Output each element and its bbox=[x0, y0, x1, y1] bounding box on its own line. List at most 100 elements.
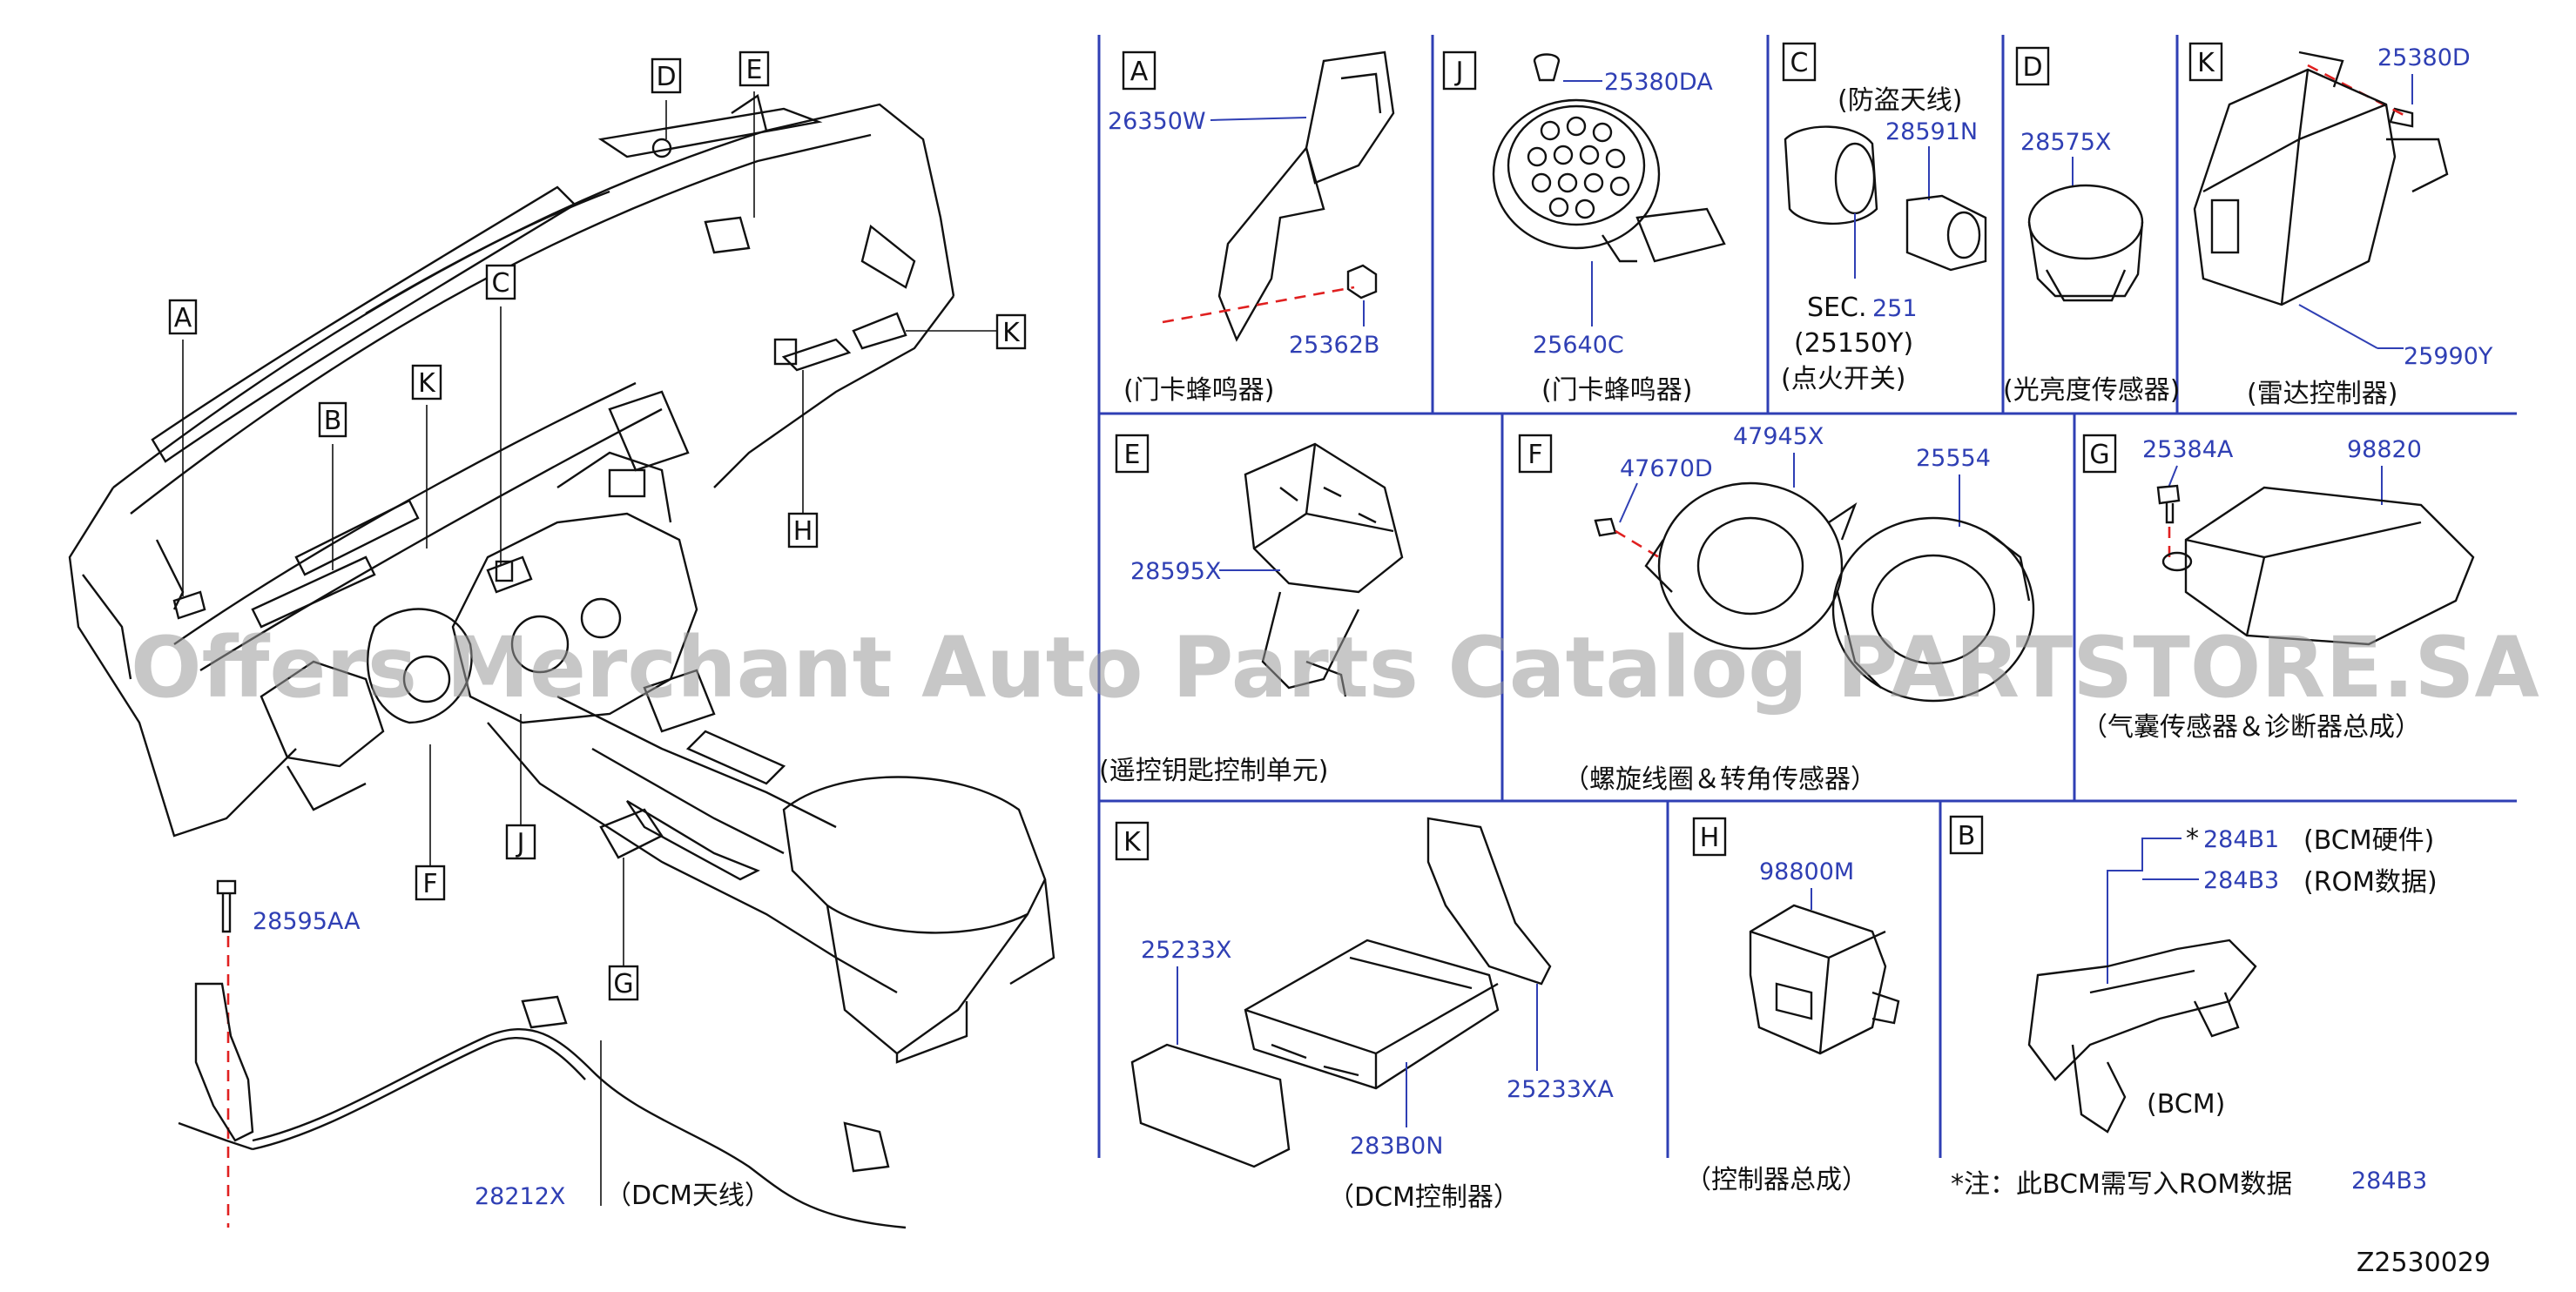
part-284B3: 284B3 bbox=[2203, 867, 2279, 894]
panel-C-sec-num: 251 bbox=[1872, 295, 1918, 322]
panel-C-note: (防盗天线) bbox=[1838, 85, 1962, 116]
part-47945X: 47945X bbox=[1733, 423, 1824, 450]
panel-B-note1: (BCM硬件) bbox=[2303, 825, 2434, 856]
part-26350W: 26350W bbox=[1108, 108, 1206, 135]
callout-K-left: K bbox=[418, 368, 436, 399]
callout-G: G bbox=[613, 969, 633, 999]
panel-H-caption: （控制器总成） bbox=[1685, 1165, 1868, 1195]
bracket-25233xa bbox=[1426, 817, 1552, 986]
part-28575X: 28575X bbox=[2020, 129, 2111, 156]
panel-D: D 28575X (光亮度传感器) bbox=[2003, 46, 2180, 406]
panel-D-caption: (光亮度传感器) bbox=[2003, 375, 2180, 406]
part-25990Y: 25990Y bbox=[2404, 343, 2493, 370]
bolt-28595aa bbox=[216, 879, 237, 895]
panel-A: A 26350W 25362B (门卡蜂鸣器) bbox=[1108, 50, 1395, 406]
watermark: Offers Merchant Auto Parts Catalog PARTS… bbox=[131, 619, 2539, 717]
radar-controller-25990y bbox=[2193, 68, 2397, 306]
panel-K-dcm: K 25233X 25233XA 283B0N （DCM控制器） bbox=[1115, 817, 1614, 1213]
dcm-antenna-group: 28595AA 28212X （DCM天线） bbox=[178, 879, 907, 1229]
clip-25380da bbox=[1533, 53, 1561, 82]
panel-B-letter: B bbox=[1958, 821, 1976, 851]
panel-E: E 28595X (遥控钥匙控制单元) bbox=[1099, 434, 1404, 786]
panel-H: H 98800M （控制器总成） bbox=[1685, 817, 1900, 1195]
panel-B-note2: (ROM数据) bbox=[2303, 867, 2438, 898]
panel-D-letter: D bbox=[2022, 52, 2042, 83]
bcm-module bbox=[2027, 939, 2257, 1081]
panel-K2-letter: K bbox=[1123, 827, 1142, 858]
keyless-unit-28595x bbox=[1244, 442, 1404, 594]
panel-C-caption: (点火开关) bbox=[1781, 364, 1905, 394]
nut-25362b bbox=[1346, 264, 1378, 299]
overview-callouts: A B C D E F G H J K K bbox=[168, 50, 1027, 1001]
bolt-25380d bbox=[2389, 107, 2414, 128]
panel-B-star: * bbox=[2186, 824, 2199, 854]
part-28212X: 28212X bbox=[475, 1183, 565, 1210]
antenna-ring-28591n bbox=[1905, 194, 1987, 272]
dcm-controller-283b0n bbox=[1244, 939, 1500, 1090]
panel-K-radar: K 25380D 25990Y (雷达控制器) bbox=[2188, 42, 2493, 409]
buzzer-25640c bbox=[1492, 98, 1661, 250]
panel-H-letter: H bbox=[1700, 823, 1720, 853]
panel-E-caption: (遥控钥匙控制单元) bbox=[1099, 756, 1328, 786]
callout-A: A bbox=[174, 303, 192, 333]
panel-C-sec: SEC. bbox=[1807, 293, 1866, 323]
screw-47670d bbox=[1594, 517, 1617, 537]
part-28591N: 28591N bbox=[1885, 118, 1978, 145]
part-28595AA: 28595AA bbox=[253, 908, 361, 935]
steering-angle-sensor-47945x bbox=[1657, 481, 1844, 650]
panel-G-letter: G bbox=[2089, 440, 2109, 470]
panel-E-letter: E bbox=[1124, 440, 1141, 470]
part-28595X: 28595X bbox=[1130, 558, 1221, 585]
panel-C-sec-sub: (25150Y) bbox=[1794, 328, 1913, 359]
callout-H: H bbox=[793, 516, 813, 547]
light-sensor-28575x bbox=[2027, 184, 2144, 260]
part-25362B: 25362B bbox=[1289, 332, 1379, 359]
panel-K2-caption: （DCM控制器） bbox=[1328, 1182, 1520, 1213]
part-25233XA: 25233XA bbox=[1507, 1076, 1614, 1103]
part-25233X: 25233X bbox=[1141, 937, 1231, 964]
controller-98800m bbox=[1749, 904, 1887, 1055]
callout-E: E bbox=[746, 55, 763, 85]
panel-C: C (防盗天线) 28591N SEC. 251 (25150Y) (点火开关) bbox=[1781, 42, 1987, 394]
callout-C: C bbox=[492, 268, 510, 299]
callout-box bbox=[168, 299, 198, 335]
part-25554: 25554 bbox=[1916, 445, 1991, 472]
panel-J-letter: J bbox=[1454, 57, 1464, 87]
callout-K-right: K bbox=[1002, 318, 1021, 348]
bracket-25233x bbox=[1130, 1043, 1291, 1168]
buzzer-26350w bbox=[1305, 50, 1395, 185]
panel-J: J 25380DA 25640C (门卡蜂鸣器) bbox=[1442, 50, 1726, 406]
panel-K1-caption: (雷达控制器) bbox=[2247, 379, 2397, 409]
panel-B-module: (BCM) bbox=[2147, 1089, 2225, 1120]
spiral-cable-25554 bbox=[1831, 516, 2035, 703]
panel-F-letter: F bbox=[1527, 440, 1542, 470]
bolt-25384a bbox=[2156, 484, 2181, 505]
part-25640C: 25640C bbox=[1533, 332, 1624, 359]
panel-G: G 25384A 98820 （气囊传感器＆诊断器总成） bbox=[2081, 434, 2475, 743]
dashboard-overview bbox=[68, 94, 1055, 1064]
panel-A-letter: A bbox=[1130, 57, 1149, 87]
panel-F-caption: （螺旋线圈＆转角传感器） bbox=[1563, 764, 1877, 795]
callout-J: J bbox=[516, 828, 525, 858]
part-25380DA: 25380DA bbox=[1604, 69, 1713, 96]
part-284B1: 284B1 bbox=[2203, 826, 2279, 853]
part-25384A: 25384A bbox=[2142, 436, 2234, 463]
part-284B3-footnote: 284B3 bbox=[2351, 1168, 2427, 1194]
panel-A-caption: (门卡蜂鸣器) bbox=[1123, 375, 1274, 406]
caption-dcm-antenna: （DCM天线） bbox=[605, 1181, 771, 1211]
callout-B: B bbox=[324, 406, 342, 436]
panel-G-caption: （气囊传感器＆诊断器总成） bbox=[2081, 712, 2421, 743]
part-98820: 98820 bbox=[2347, 436, 2422, 463]
diagram-code: Z2530029 bbox=[2357, 1248, 2491, 1278]
panel-B: B * 284B1 (BCM硬件) 284B3 (ROM数据) (BCM) *注… bbox=[1949, 815, 2438, 1200]
part-98800M: 98800M bbox=[1759, 858, 1854, 885]
panel-B-footnote: *注：此BCM需写入ROM数据 bbox=[1951, 1169, 2292, 1200]
panel-C-letter: C bbox=[1790, 48, 1809, 78]
panel-K1-letter: K bbox=[2197, 48, 2215, 78]
panel-F: F 47945X 47670D 25554 （螺旋线圈＆转角传感器） bbox=[1518, 423, 2035, 795]
callout-F: F bbox=[422, 869, 437, 899]
part-25380D: 25380D bbox=[2377, 44, 2471, 71]
airbag-sensor-98820 bbox=[2184, 486, 2475, 646]
panel-grid bbox=[1097, 35, 2517, 1158]
